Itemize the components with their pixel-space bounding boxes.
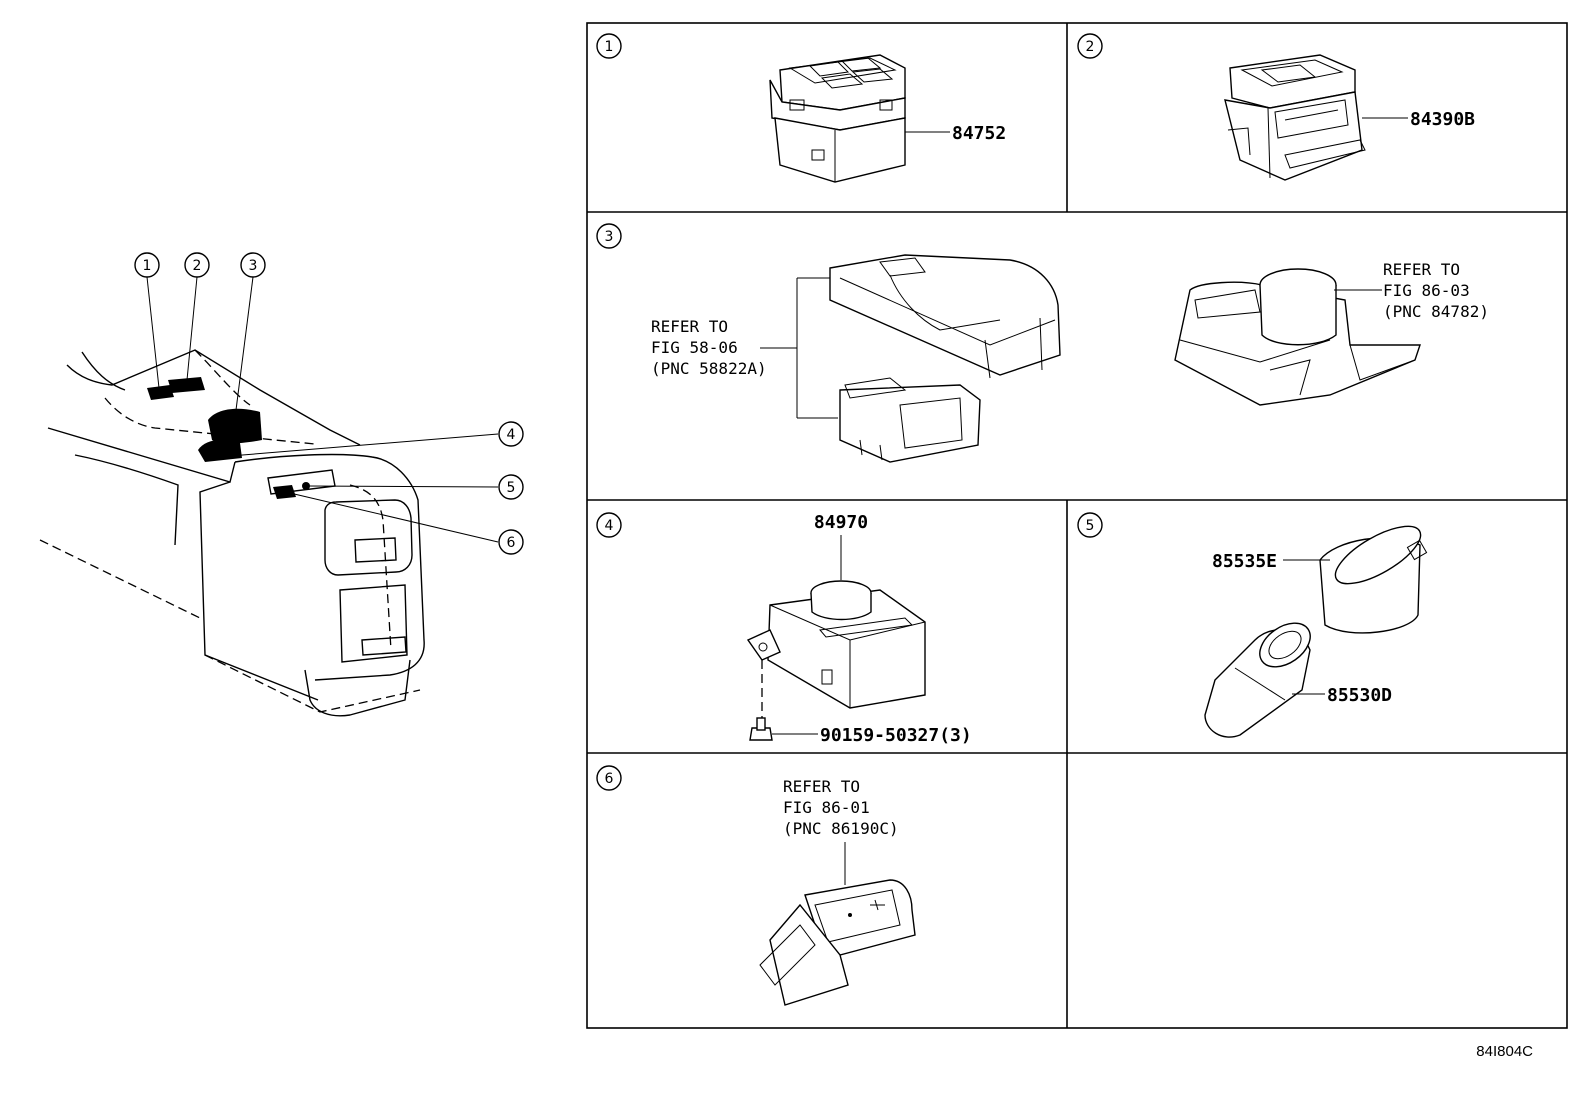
part-number-85530D: 85530D — [1327, 685, 1392, 706]
remote-touch-illustration — [1174, 268, 1421, 406]
panel-5: 5 85535E 85530D — [1077, 512, 1428, 738]
panel-4-number: 4 — [596, 512, 622, 538]
part-number-84970: 84970 — [814, 512, 868, 533]
socket-cap-illustration — [1319, 525, 1428, 634]
svg-text:2: 2 — [193, 258, 202, 274]
panel-1: 1 84752 — [596, 33, 1006, 183]
panel-3-number: 3 — [596, 223, 622, 249]
console-overview-illustration: 1 2 3 4 5 6 — [39, 252, 524, 717]
svg-text:1: 1 — [143, 258, 152, 274]
svg-text:3: 3 — [605, 229, 614, 245]
svg-text:3: 3 — [249, 258, 258, 274]
console-box-illustration — [829, 254, 1061, 463]
switch-84752-illustration — [769, 54, 906, 183]
callout-2: 2 — [184, 252, 210, 278]
callout-5: 5 — [498, 474, 524, 500]
ref-58-06-line2: FIG 58-06 — [651, 338, 738, 357]
panel-6-number: 6 — [596, 765, 622, 791]
callout-4: 4 — [498, 421, 524, 447]
panel-2-number: 2 — [1077, 33, 1103, 59]
part-number-90159-50327: 90159-50327(3) — [820, 725, 972, 746]
screw-illustration — [749, 717, 773, 741]
ref-86-01-line2: FIG 86-01 — [783, 798, 870, 817]
part-number-84390B: 84390B — [1410, 109, 1475, 130]
callout-1: 1 — [134, 252, 160, 278]
ref-86-03-line2: FIG 86-03 — [1383, 281, 1470, 300]
svg-text:1: 1 — [605, 39, 614, 55]
ref-58-06-line1: REFER TO — [651, 317, 728, 336]
part-number-84752: 84752 — [952, 123, 1006, 144]
svg-text:2: 2 — [1086, 39, 1095, 55]
callout-3: 3 — [240, 252, 266, 278]
panel-5-number: 5 — [1077, 512, 1103, 538]
svg-text:5: 5 — [507, 480, 516, 496]
panel-6: 6 REFER TO FIG 86-01 (PNC 86190C) — [596, 765, 916, 1006]
part-number-85535E: 85535E — [1212, 551, 1277, 572]
ref-58-06-line3: (PNC 58822A) — [651, 359, 767, 378]
parts-grid — [586, 22, 1568, 1029]
panel-1-number: 1 — [596, 33, 622, 59]
ref-86-03-line1: REFER TO — [1383, 260, 1460, 279]
panel-2: 2 84390B — [1077, 33, 1475, 181]
ref-86-01-line1: REFER TO — [783, 777, 860, 796]
ref-86-01-line3: (PNC 86190C) — [783, 819, 899, 838]
figure-code: 84I804C — [1476, 1043, 1533, 1060]
svg-text:5: 5 — [1086, 518, 1095, 534]
socket-illustration — [1204, 622, 1311, 738]
svg-text:6: 6 — [507, 535, 516, 551]
svg-text:4: 4 — [507, 427, 516, 443]
switch-86190C-illustration — [759, 879, 916, 1006]
ref-86-03-line3: (PNC 84782) — [1383, 302, 1489, 321]
switch-84390B-illustration — [1224, 54, 1366, 181]
panel-4: 4 84970 90159-50327(3) — [596, 512, 972, 746]
svg-text:4: 4 — [605, 518, 614, 534]
svg-text:6: 6 — [605, 771, 614, 787]
callout-6: 6 — [498, 529, 524, 555]
controller-84970-illustration — [746, 580, 926, 709]
panel-3: 3 REFER TO FIG 58-06 (PNC 58822A) — [596, 223, 1489, 463]
